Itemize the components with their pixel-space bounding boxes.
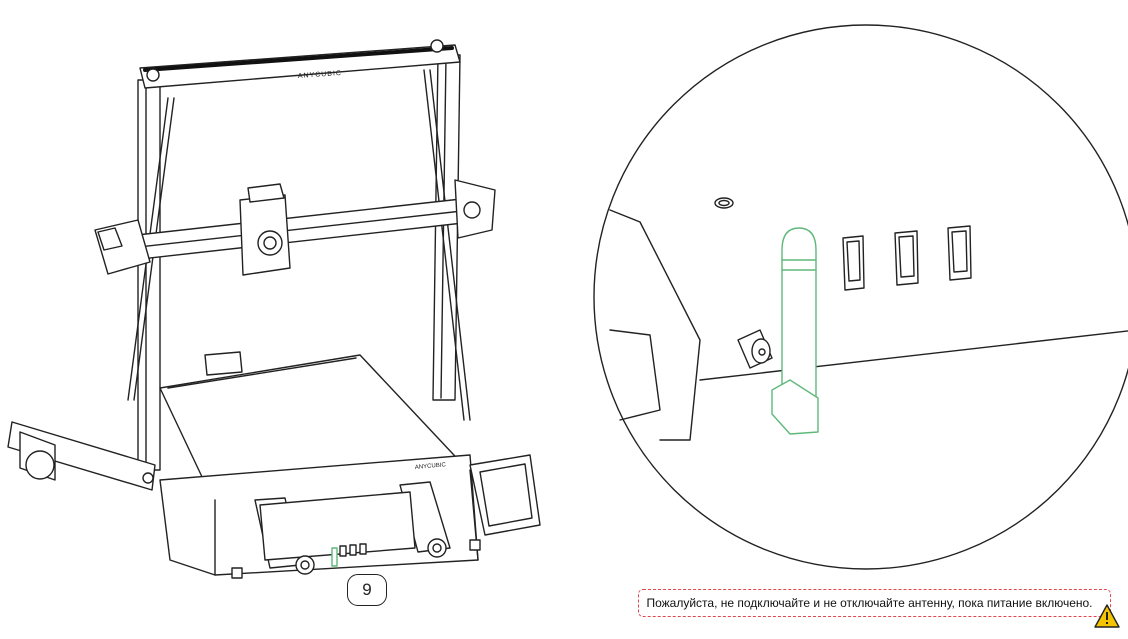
warning-notice: Пожалуйста, не подключайте и не отключай… [638, 589, 1111, 617]
frame-logo: ANYCUBIC [298, 70, 343, 80]
warning-triangle-icon [1094, 604, 1120, 628]
bed-logo: ANYCUBIC [415, 462, 447, 471]
antenna [771, 227, 819, 435]
port-3 [947, 225, 972, 281]
top-bar [139, 44, 461, 89]
sma-connector [737, 329, 773, 369]
zoom-circle [593, 24, 1128, 570]
left-upright [137, 79, 161, 471]
printer-drawing [7, 39, 541, 579]
warning-text: Пожалуйста, не подключайте и не отключай… [646, 596, 1093, 610]
port-1 [842, 235, 865, 291]
step-number: 9 [347, 574, 387, 606]
port-2 [894, 230, 919, 286]
spool-arm [7, 421, 156, 491]
zoom-detail [593, 24, 1128, 570]
